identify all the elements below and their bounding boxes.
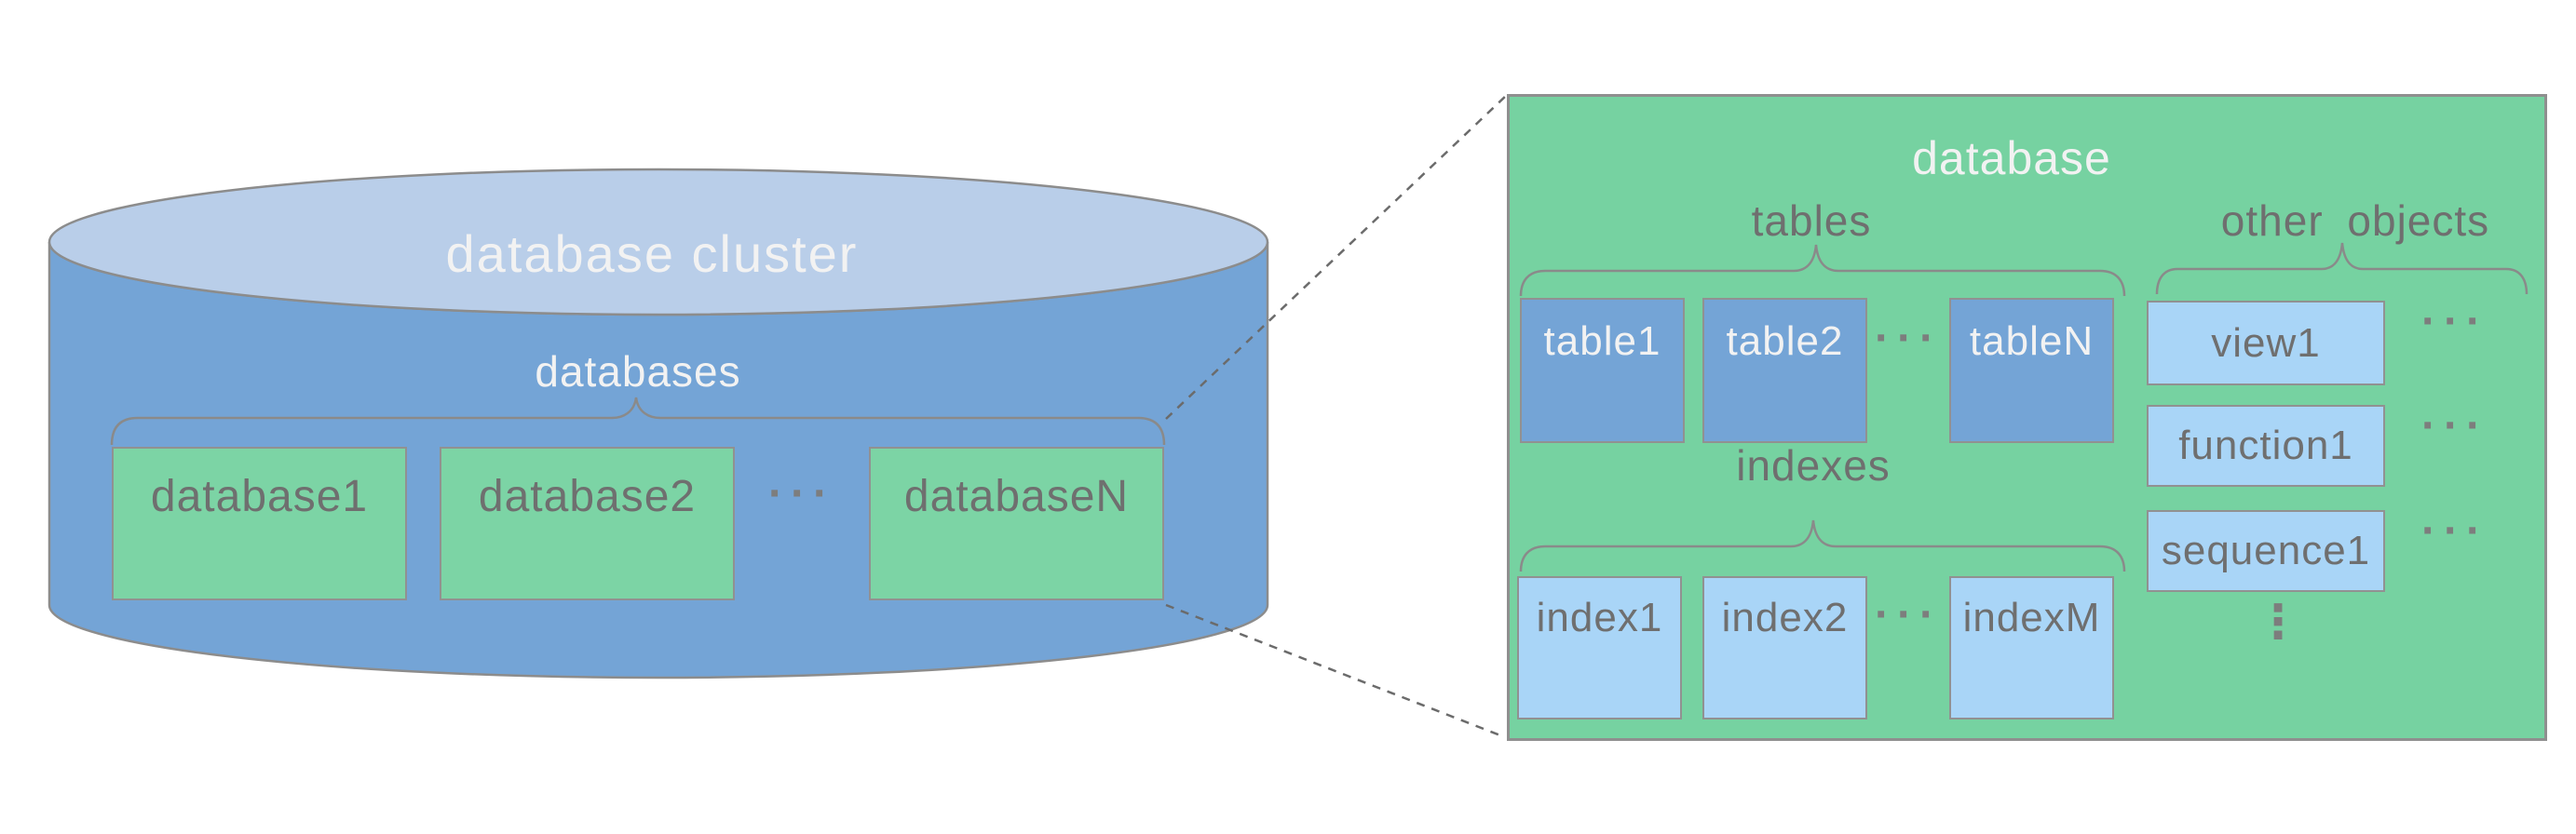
other-objects-section-label: other objects bbox=[2220, 196, 2490, 245]
databaseN-label: databaseN bbox=[903, 472, 1130, 521]
table2-label: table2 bbox=[1726, 318, 1844, 364]
table2-box: table2 bbox=[1702, 298, 1867, 443]
cluster-title: database cluster bbox=[445, 224, 859, 283]
other-objects-vertical-ellipsis: ⋮ bbox=[2255, 596, 2301, 648]
index1-label: index1 bbox=[1536, 595, 1663, 640]
tables-brace bbox=[1519, 244, 2126, 297]
panel-title: database bbox=[1912, 132, 2111, 184]
views-ellipsis: ··· bbox=[2421, 297, 2488, 346]
view1-box: view1 bbox=[2147, 301, 2385, 385]
databaseN-box: databaseN bbox=[869, 447, 1164, 600]
sequence1-box: sequence1 bbox=[2147, 510, 2385, 592]
index2-box: index2 bbox=[1702, 576, 1867, 720]
cluster-cylinder-top bbox=[47, 168, 1269, 316]
sequence1-label: sequence1 bbox=[2161, 528, 2371, 573]
database1-box: database1 bbox=[112, 447, 407, 600]
databases-ellipsis: ··· bbox=[768, 469, 835, 518]
table1-label: table1 bbox=[1543, 318, 1661, 364]
index1-box: index1 bbox=[1517, 576, 1682, 720]
indexes-brace bbox=[1519, 519, 2126, 572]
tables-ellipsis: ··· bbox=[1875, 314, 1942, 363]
zoom-connector-bottom-line bbox=[1165, 603, 1506, 739]
databases-brace bbox=[110, 397, 1166, 446]
function1-label: function1 bbox=[2178, 423, 2353, 468]
database1-label: database1 bbox=[150, 472, 369, 521]
functions-ellipsis: ··· bbox=[2421, 401, 2488, 451]
indexM-box: indexM bbox=[1949, 576, 2114, 720]
database2-label: database2 bbox=[478, 472, 697, 521]
database2-box: database2 bbox=[440, 447, 735, 600]
databases-label: databases bbox=[535, 347, 741, 396]
view1-label: view1 bbox=[2211, 319, 2321, 366]
tableN-box: tableN bbox=[1949, 298, 2114, 443]
sequences-ellipsis: ··· bbox=[2421, 506, 2488, 556]
indexes-ellipsis: ··· bbox=[1875, 590, 1942, 639]
tables-section-label: tables bbox=[1751, 196, 1872, 245]
tableN-label: tableN bbox=[1969, 318, 2095, 364]
indexes-section-label: indexes bbox=[1736, 441, 1891, 490]
function1-box: function1 bbox=[2147, 405, 2385, 487]
other-objects-brace bbox=[2155, 242, 2529, 295]
table1-box: table1 bbox=[1520, 298, 1685, 443]
indexM-label: indexM bbox=[1962, 595, 2101, 640]
index2-label: index2 bbox=[1721, 595, 1849, 640]
